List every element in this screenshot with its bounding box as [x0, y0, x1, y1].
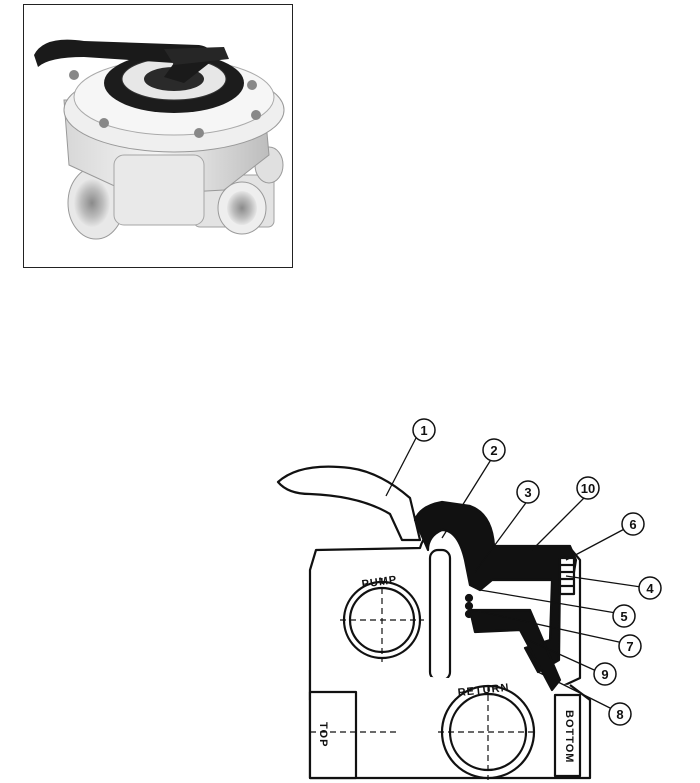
callout-3: 3 [524, 485, 531, 500]
callout-8: 8 [616, 707, 623, 722]
bottom-label: BOTTOM [563, 710, 575, 763]
callout-4: 4 [646, 581, 654, 596]
callout-7: 7 [626, 639, 633, 654]
callout-2: 2 [490, 443, 497, 458]
handle-shape [276, 465, 422, 542]
callout-5: 5 [620, 609, 627, 624]
return-label: RETURN [457, 682, 510, 699]
stem-shape [428, 548, 452, 682]
multiport-valve-photo [34, 39, 285, 240]
valve-cross-section-diagram: PUMP RETURN TOP BOTTOM 1 2 3 10 6 4 5 7 [276, 418, 662, 780]
callout-10: 10 [581, 481, 595, 496]
top-label: TOP [317, 722, 329, 747]
pump-label: PUMP [361, 574, 398, 591]
callout-6: 6 [629, 517, 636, 532]
product-photo-frame [23, 4, 293, 268]
callout-1: 1 [420, 423, 427, 438]
callout-9: 9 [601, 667, 608, 682]
